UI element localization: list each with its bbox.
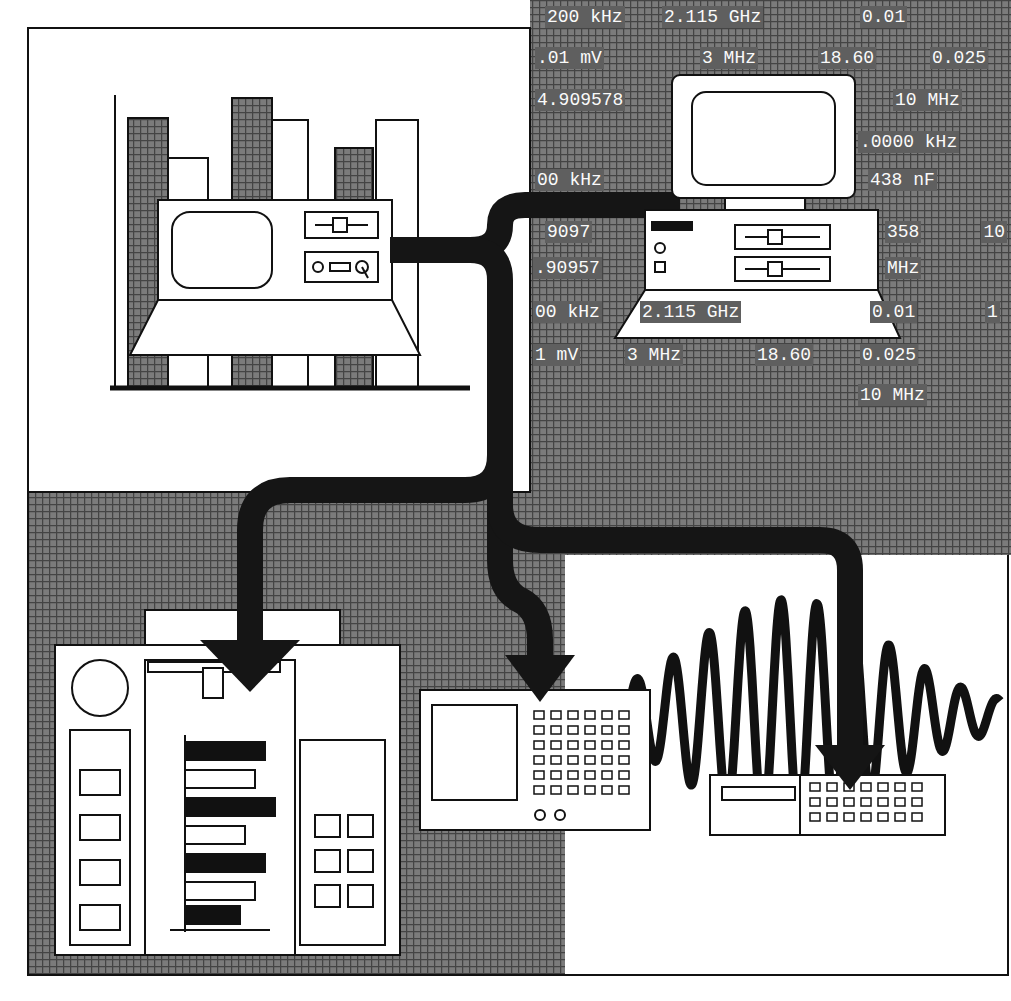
readout-value: 10 MHz: [893, 89, 962, 111]
readout-value: 1: [985, 301, 1000, 323]
readout-value: .01 mV: [535, 47, 604, 69]
signal-generator: [710, 775, 945, 835]
readout-value: 0.01: [860, 6, 907, 28]
computer: [615, 75, 900, 338]
cables: [250, 250, 850, 750]
readout-value: MHz: [885, 257, 921, 279]
readout-value: 00 kHz: [535, 169, 604, 191]
readout-value: 18.60: [818, 47, 876, 69]
readout-value: 0.01: [870, 301, 917, 323]
readout-value: 10: [981, 221, 1007, 243]
arrowheads: [200, 640, 885, 790]
readout-value: 358: [885, 221, 921, 243]
readout-value: 438 nF: [868, 169, 937, 191]
readout-value: 9097: [545, 221, 592, 243]
readout-value: 4.909578: [535, 89, 625, 111]
readout-value: .0000 kHz: [858, 131, 959, 153]
readout-value: 2.115 GHz: [640, 301, 741, 323]
readout-value: 3 MHz: [700, 47, 758, 69]
analyzer-instrument: [130, 200, 420, 355]
plotter: [55, 610, 400, 955]
readout-value: 2.115 GHz: [662, 6, 763, 28]
spectrum-analyzer: [420, 690, 650, 830]
readout-value: 0.025: [860, 344, 918, 366]
readout-value: 3 MHz: [625, 344, 683, 366]
readout-value: 1 mV: [533, 344, 580, 366]
readout-value: .90957: [533, 257, 602, 279]
readout-value: 00 kHz: [533, 301, 602, 323]
readout-value: 18.60: [755, 344, 813, 366]
background-panels: [28, 0, 1011, 975]
readout-value: 200 kHz: [545, 6, 625, 28]
readout-value: 0.025: [930, 47, 988, 69]
readout-value: 10 MHz: [858, 384, 927, 406]
